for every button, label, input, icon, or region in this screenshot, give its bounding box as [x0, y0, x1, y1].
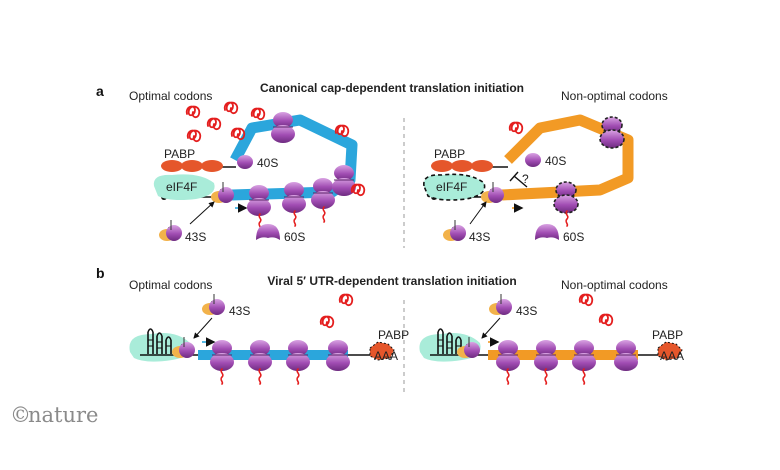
panel-a-right-header: Non-optimal codons: [561, 89, 668, 103]
pabp-label: PABP: [434, 147, 465, 161]
ribosome-icon: [533, 339, 559, 372]
nascent-peptide-icon: [258, 368, 262, 385]
mrna-non-optimal-loop: [501, 114, 634, 201]
stalled-ribosome-icon: [553, 181, 579, 214]
s60-label: 60S: [563, 230, 584, 244]
nascent-peptide-icon: [322, 206, 326, 223]
copyright-symbol: ©: [10, 403, 31, 427]
nascent-peptide-icon: [220, 368, 224, 385]
recruitment-arrow: [193, 317, 213, 339]
pabp-icon: [161, 160, 223, 172]
recruitment-arrow: [469, 201, 487, 225]
nature-logo: © nature: [10, 403, 98, 427]
mrna-non-optimal-orf: [488, 350, 638, 360]
ribosome-icon: [281, 181, 307, 214]
panel-b-optimal-diagram: 43S PABP AAA: [129, 293, 409, 385]
pabp-label: PABP: [164, 147, 195, 161]
pabp-icon: [657, 341, 683, 361]
s43-label: 43S: [185, 230, 206, 244]
protein-icon: [508, 121, 524, 135]
pabp-icon: [431, 160, 493, 172]
ribosome-icon: [325, 339, 351, 372]
ribosome-icon: [270, 111, 296, 144]
s60-label: 60S: [284, 230, 305, 244]
panel-b-right-header: Non-optimal codons: [561, 278, 668, 292]
mrna-optimal-orf: [198, 350, 348, 360]
protein-icon: [319, 315, 335, 329]
complex-43s-icon: [442, 219, 467, 242]
nascent-peptide-icon: [544, 368, 548, 385]
panel-b-left-header: Optimal codons: [129, 278, 212, 292]
ribosome-icon: [495, 339, 521, 372]
ribosome-icon: [209, 339, 235, 372]
panel-a-letter: a: [96, 83, 104, 99]
nascent-peptide-icon: [565, 210, 569, 227]
nascent-peptide-icon: [582, 368, 586, 385]
mrna-optimal-loop: [230, 114, 358, 201]
protein-icon: [230, 127, 246, 141]
ribosome-icon: [246, 184, 272, 217]
inhibition-mark: [509, 171, 528, 188]
question-label: ?: [522, 172, 529, 186]
recruitment-arrow: [481, 317, 501, 339]
panel-a: a Canonical cap-dependent translation in…: [96, 81, 668, 248]
subunit-40s-icon: [525, 153, 541, 167]
protein-icon: [185, 105, 201, 119]
s40-label: 40S: [545, 154, 566, 168]
protein-icon: [223, 101, 239, 115]
protein-icon: [578, 293, 594, 307]
protein-icon: [250, 107, 266, 121]
panel-a-non-optimal-diagram: PABP eIF4F 40S ? 43S 60S: [423, 114, 634, 244]
ribosome-icon: [247, 339, 273, 372]
pabp-icon: [369, 341, 395, 361]
panel-b-non-optimal-diagram: 43S PABP AAA: [419, 293, 684, 385]
nascent-peptide-icon: [506, 368, 510, 385]
panel-b: b Viral 5′ UTR-dependent translation ini…: [96, 265, 684, 392]
panel-a-left-header: Optimal codons: [129, 89, 212, 103]
s43-label: 43S: [469, 230, 490, 244]
protein-icon: [206, 117, 222, 131]
complex-43s-icon: [488, 293, 513, 316]
nascent-peptide-icon: [293, 210, 297, 227]
polya-label: AAA: [374, 349, 398, 363]
nascent-peptide-icon: [350, 183, 366, 197]
recruitment-arrow: [189, 201, 215, 225]
subunit-60s-icon: [535, 224, 559, 240]
ribosome-icon: [613, 339, 639, 372]
pabp-label: PABP: [378, 328, 409, 342]
panel-a-title: Canonical cap-dependent translation init…: [260, 81, 524, 95]
protein-icon: [338, 293, 354, 307]
complex-43s-icon: [158, 219, 183, 242]
nascent-peptide-icon: [296, 368, 300, 385]
s43-label: 43S: [229, 304, 250, 318]
ribosome-icon: [310, 177, 336, 210]
complex-43s-icon: [201, 293, 226, 316]
pabp-label: PABP: [652, 328, 683, 342]
protein-icon: [186, 129, 202, 143]
subunit-40s-icon: [237, 155, 253, 169]
ribosome-icon: [285, 339, 311, 372]
s43-label: 43S: [516, 304, 537, 318]
polya-label: AAA: [660, 349, 684, 363]
eif4f-label: eIF4F: [436, 180, 467, 194]
eif4f-label: eIF4F: [166, 180, 197, 194]
panel-b-title: Viral 5′ UTR-dependent translation initi…: [267, 274, 516, 288]
protein-icon: [598, 313, 614, 327]
eif4f-icon: [153, 174, 215, 200]
panel-a-optimal-diagram: PABP eIF4F 40S: [153, 101, 366, 244]
ribosome-icon: [571, 339, 597, 372]
brand-name: nature: [28, 403, 98, 427]
eif4f-icon: [423, 173, 486, 201]
s40-label: 40S: [257, 156, 278, 170]
panel-b-letter: b: [96, 265, 105, 281]
